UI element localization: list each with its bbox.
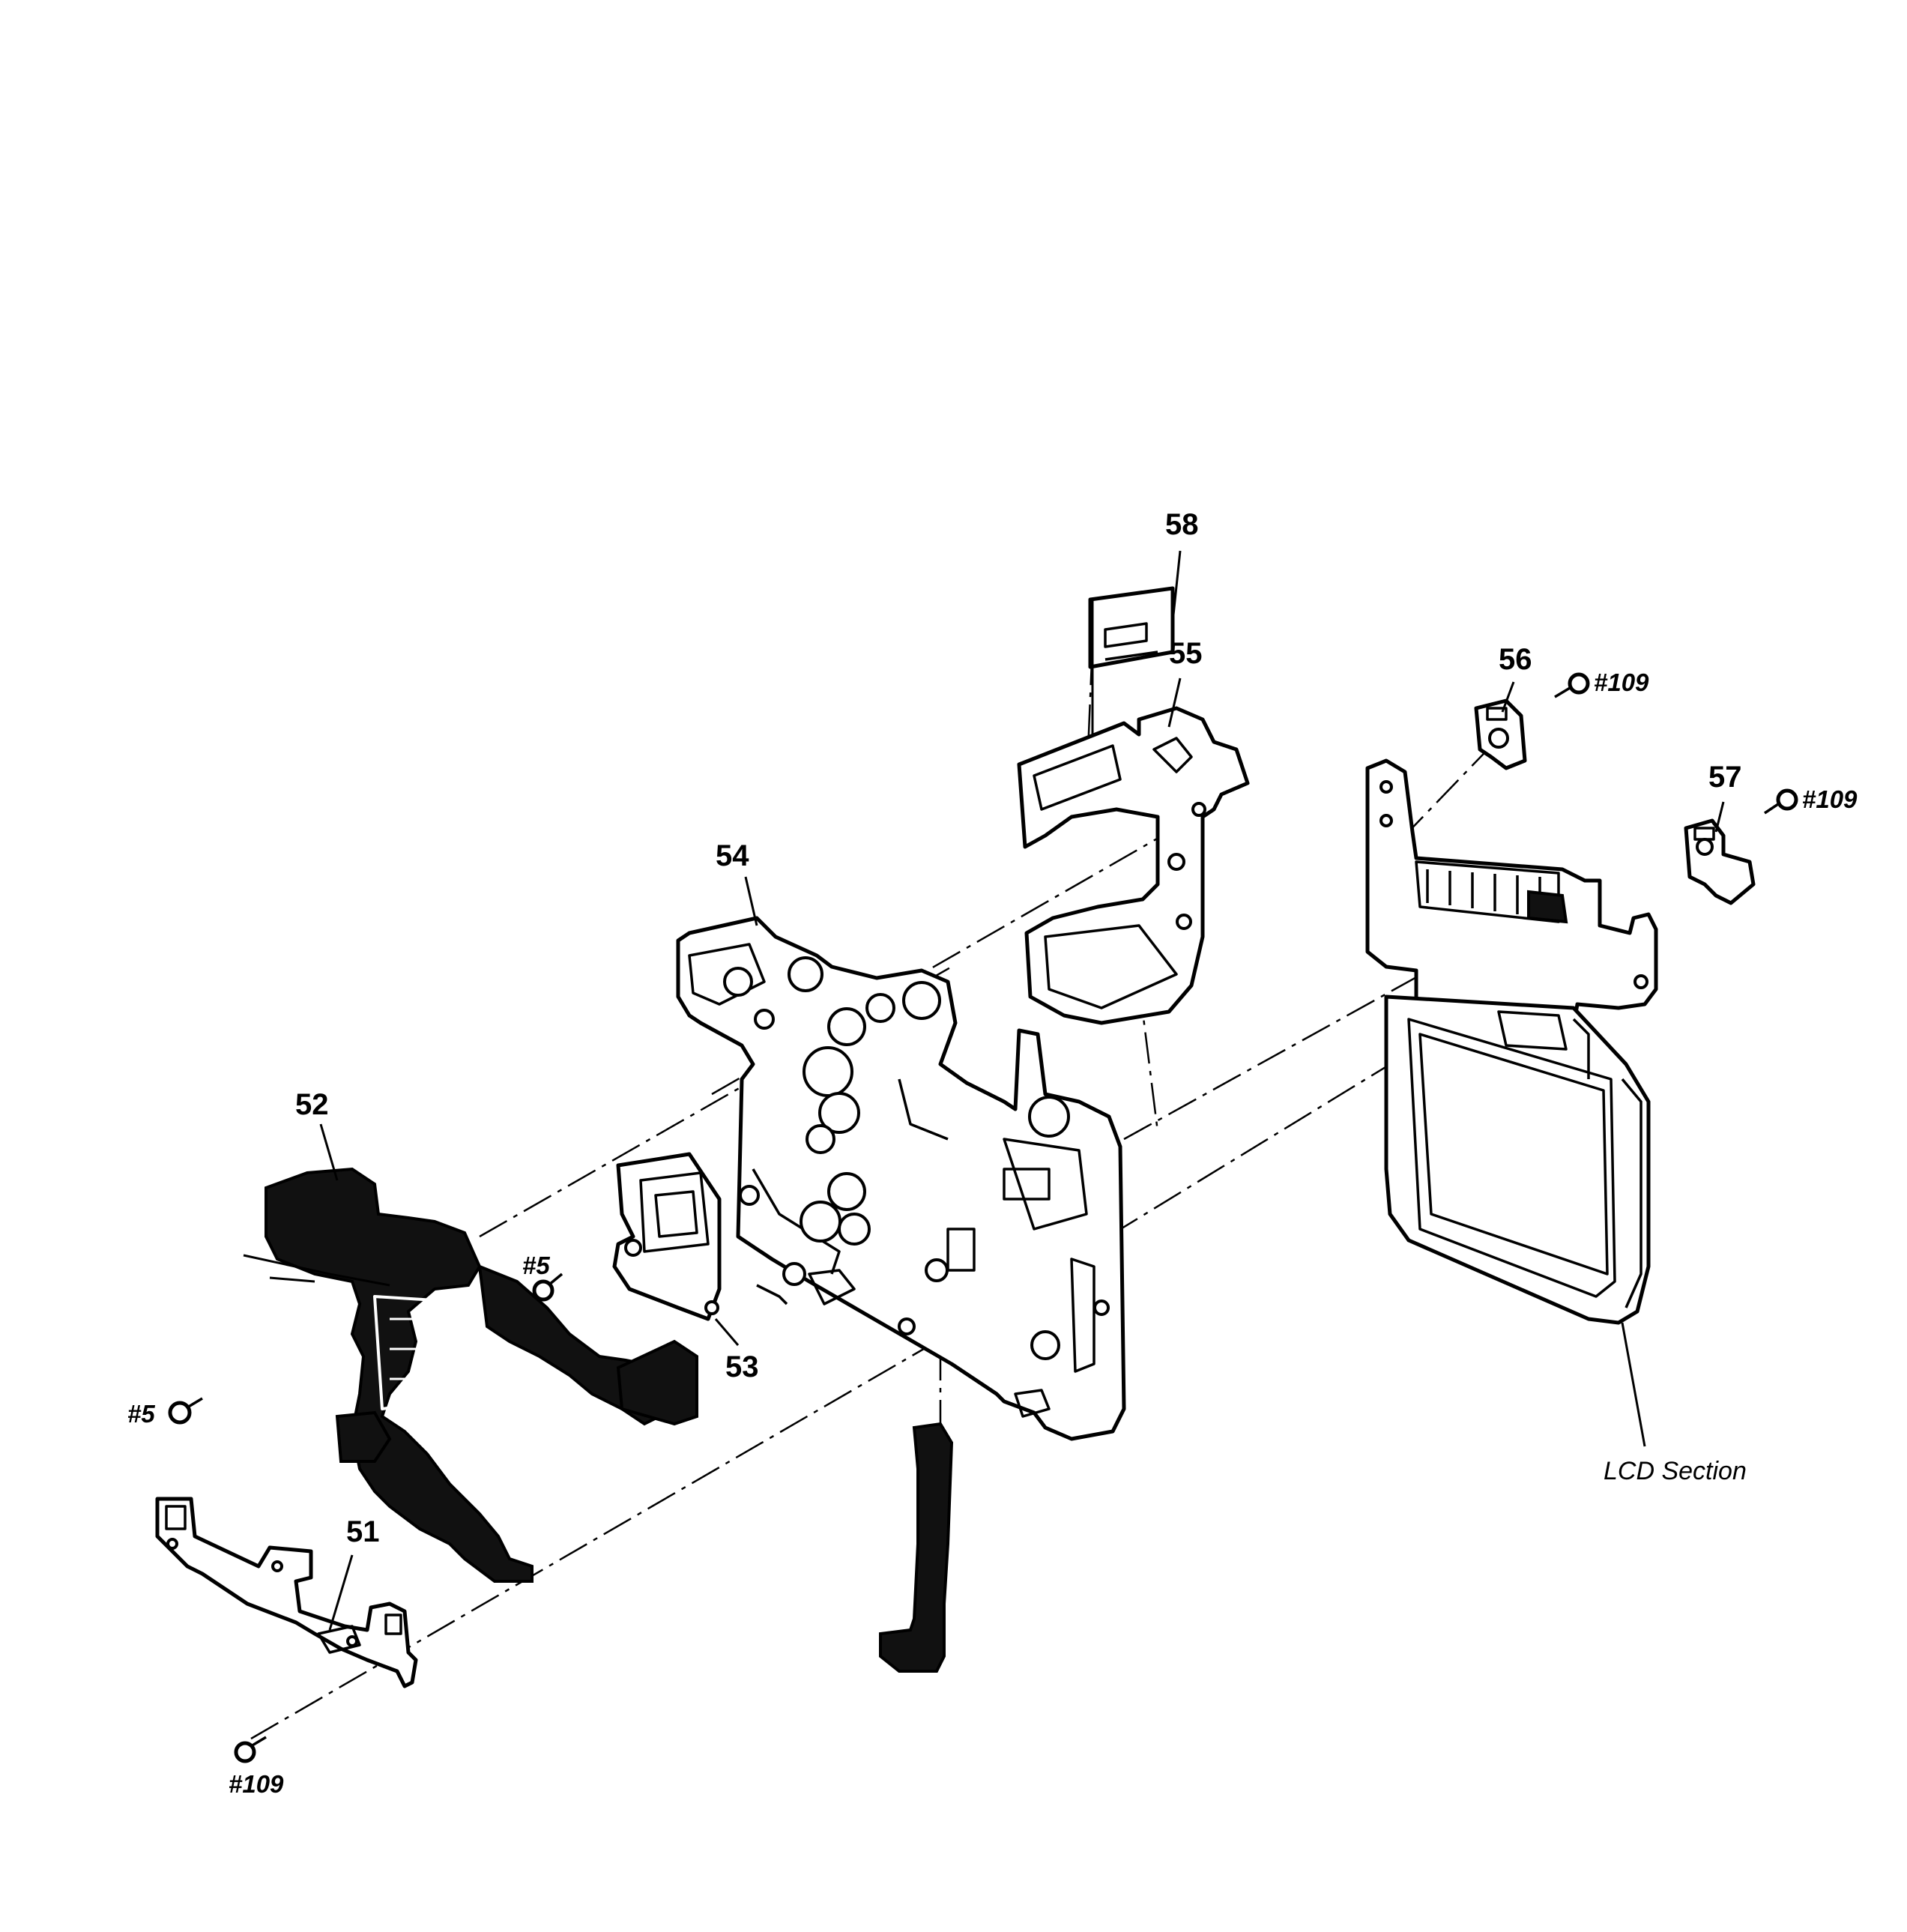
part-51-lower-bracket [155,1497,418,1688]
part-56-hinge-plate [1474,698,1527,770]
screw-5-left [168,1397,203,1425]
part-58-sheet [1088,586,1175,794]
label-screw-5-mid: #5 [522,1252,550,1279]
label-screw-109-p56: #109 [1594,668,1649,696]
flex-cable-bottom [879,1422,954,1673]
label-57: 57 [1708,761,1742,794]
part-53-bracket [612,1152,722,1321]
part-52-flex-assembly [243,1167,698,1583]
lcd-upper-bracket [1365,758,1658,1029]
label-lcd-section: LCD Section [1604,1457,1747,1485]
label-51: 51 [346,1515,380,1548]
part-57-hinge-bracket [1684,818,1756,905]
screw-109-p57 [1764,788,1798,815]
label-screw-109-p57: #109 [1802,785,1858,813]
label-56: 56 [1499,643,1532,676]
label-58: 58 [1165,508,1199,541]
label-55: 55 [1169,637,1203,670]
screw-5-mid [532,1273,563,1302]
callout-labels: 58 55 54 52 53 51 56 57 #5 #5 #109 #109 … [127,508,1858,1798]
screw-109-bottom [234,1736,267,1763]
label-52: 52 [295,1088,329,1121]
lcd-section [1384,994,1651,1447]
label-53: 53 [725,1350,759,1383]
label-screw-5-left: #5 [127,1400,155,1428]
label-54: 54 [716,839,749,872]
part-54-main-frame [676,916,1126,1441]
screw-109-p56 [1554,672,1590,698]
label-screw-109-bottom: #109 [229,1770,284,1798]
callout-leaders [319,550,1725,1631]
part-55-grip-frame [1017,706,1250,1025]
